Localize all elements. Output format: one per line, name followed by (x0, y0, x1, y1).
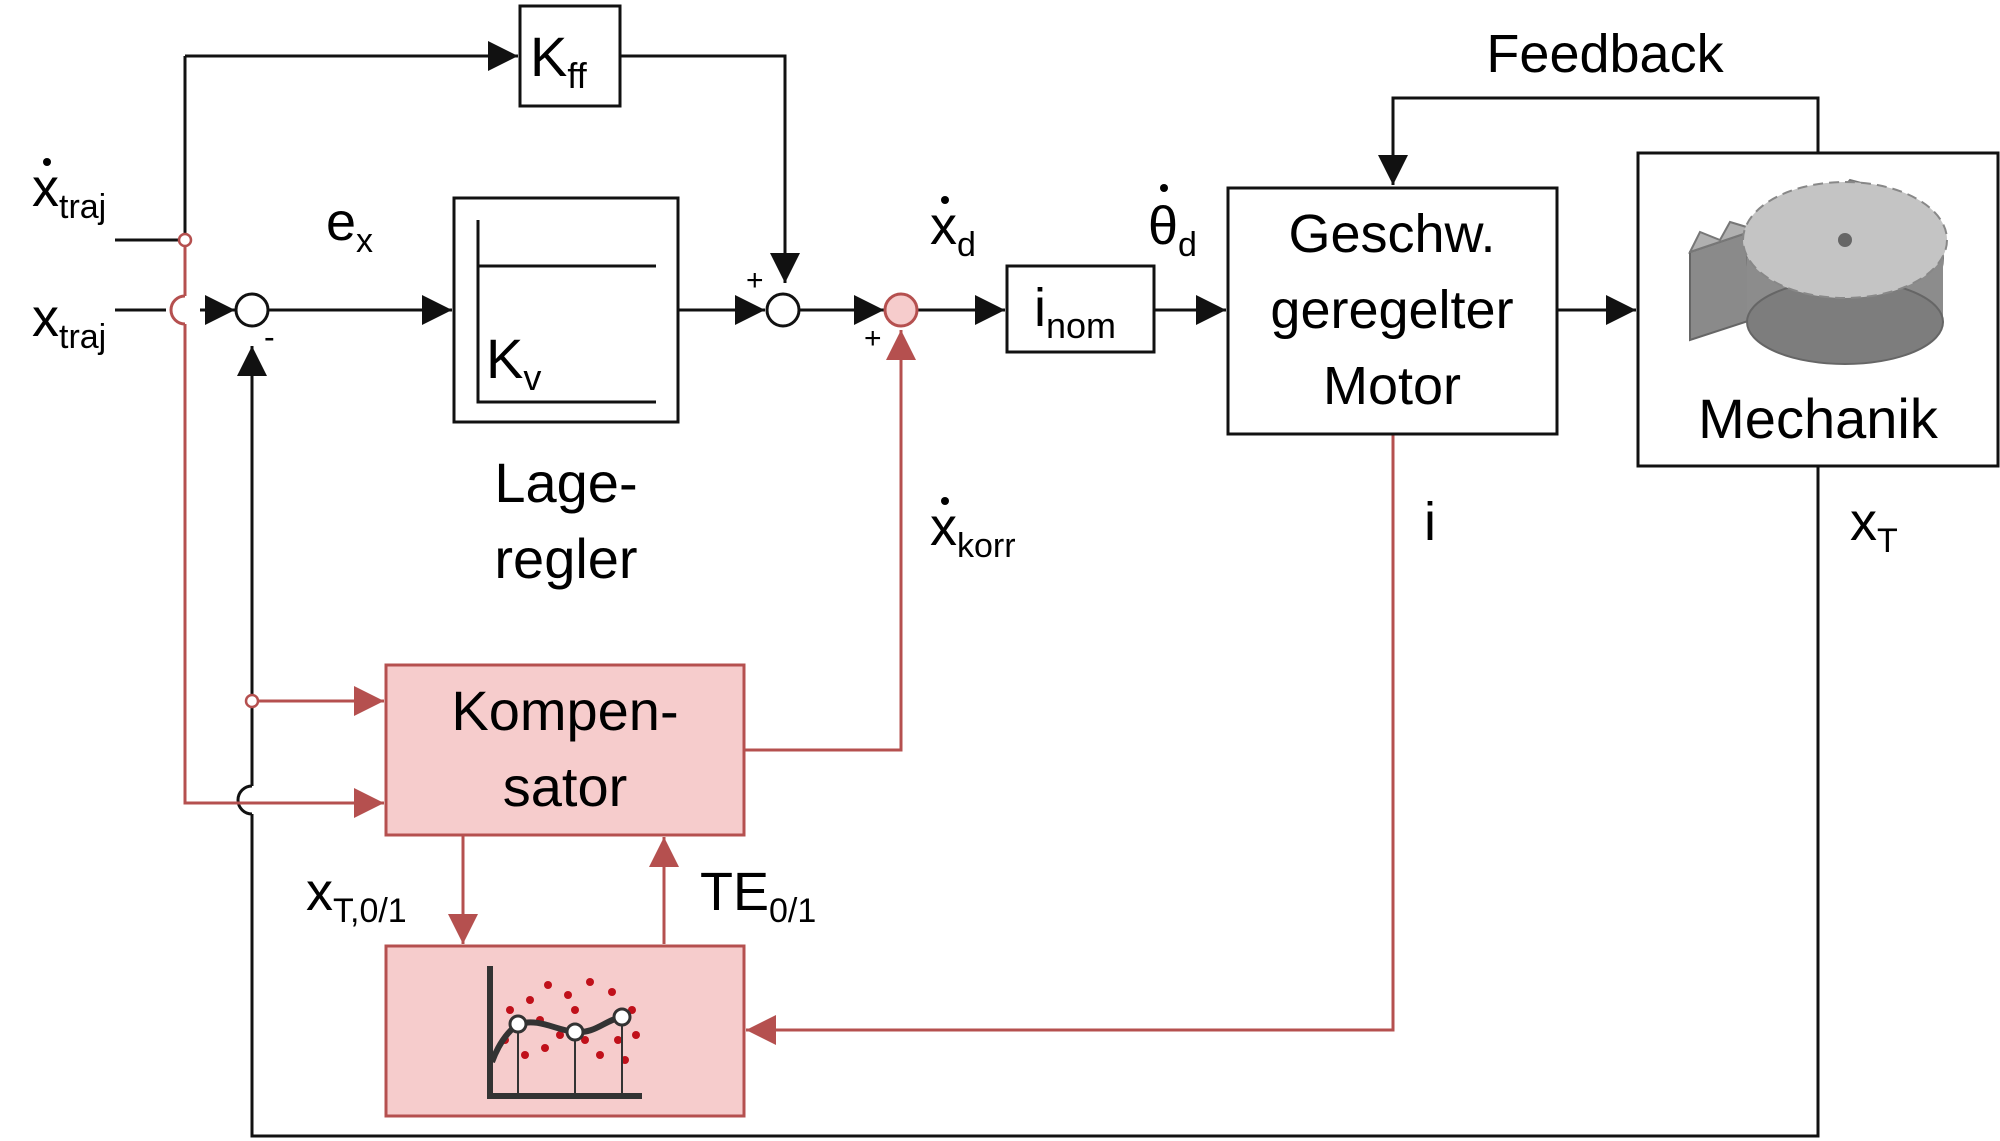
svg-text:Kv: Kv (486, 327, 541, 398)
xtraj-sub: traj (59, 318, 106, 356)
theta-derivative-mark (1160, 184, 1168, 192)
xd-dot-sub: d (957, 226, 976, 264)
kff-main: K (530, 25, 567, 88)
lageregler-caption-1: Lage- (494, 451, 637, 514)
sum2-plus-sign: + (746, 264, 764, 297)
xkorr-derivative-mark (941, 497, 949, 505)
gear-rack-icon (1688, 178, 1948, 365)
motor-label-2: geregelter (1270, 280, 1513, 340)
xd-dot-main: x (930, 196, 957, 256)
motor-block: Geschw. geregelter Motor (1226, 186, 1559, 436)
svg-text:xkorr: xkorr (930, 497, 1016, 565)
sum-junction-2 (765, 292, 801, 328)
sum-junction-1 (234, 292, 270, 328)
xkorr-line (744, 330, 916, 752)
svg-text:xd: xd (930, 196, 976, 264)
inom-main: i (1034, 278, 1046, 338)
kff-out-line (620, 54, 800, 283)
svg-text:xtraj: xtraj (32, 158, 106, 226)
feedback-loop-line (1378, 96, 1820, 185)
svg-text:Kff: Kff (530, 25, 588, 96)
mechanik-label: Mechanik (1698, 387, 1939, 450)
xT-feedback-line (250, 466, 1820, 1138)
branch-point-xtraj-dot (177, 232, 193, 248)
TE01-sub: 0/1 (769, 892, 816, 930)
lageregler-gain-icon (476, 220, 656, 404)
current-line (746, 434, 1395, 1045)
motor-label-1: Geschw. (1288, 204, 1495, 264)
xtraj-dot-sub: traj (59, 188, 106, 226)
ex-main: e (326, 192, 356, 252)
theta-d-sub: d (1178, 226, 1197, 264)
motor-label-3: Motor (1323, 356, 1461, 416)
xtraj-dot-derivative-mark (43, 158, 51, 166)
svg-text:xT: xT (1850, 492, 1898, 560)
ex-sub: x (356, 222, 373, 260)
TE01-main: TE (700, 862, 769, 922)
lageregler-block: Kv (452, 196, 680, 424)
mechanik-block: Mechanik (1636, 151, 2000, 468)
xT01-sub: T,0/1 (333, 892, 407, 930)
xd-derivative-mark (941, 196, 949, 204)
red-signal-lines (169, 246, 1395, 1045)
kff-block: Kff (518, 4, 622, 108)
svg-text:θd: θd (1148, 196, 1197, 264)
kff-sub: ff (567, 55, 587, 96)
xtraj-dot-main: x (32, 158, 59, 218)
model-block (384, 944, 746, 1118)
xT-main: x (1850, 492, 1877, 552)
xT-feedback-jumper (236, 784, 253, 816)
inom-sub: nom (1046, 305, 1116, 346)
sum3-plus-sign: + (864, 322, 882, 355)
xtraj-main: x (32, 288, 59, 348)
inom-block: inom (1005, 264, 1156, 354)
sum-junction-3 (883, 292, 919, 328)
regression-plot-icon (487, 966, 642, 1099)
theta-d-main: θ (1148, 196, 1178, 256)
svg-text:ex: ex (326, 192, 373, 260)
svg-text:xT,0/1: xT,0/1 (306, 862, 407, 930)
kompensator-label-1: Kompen- (451, 679, 678, 742)
sum1-minus-sign: - (264, 319, 275, 355)
xkorr-sub: korr (957, 527, 1016, 565)
svg-text:inom: inom (1034, 278, 1116, 346)
xT01-main: x (306, 862, 333, 922)
feedback-label: Feedback (1486, 24, 1724, 84)
kompensator-block: Kompen- sator (384, 663, 746, 837)
svg-text:xtraj: xtraj (32, 288, 106, 356)
current-label: i (1424, 492, 1436, 552)
black-signal-lines (115, 41, 1820, 1138)
svg-text:TE0/1: TE0/1 (700, 862, 816, 930)
kompensator-label-2: sator (503, 755, 628, 818)
xT-sub: T (1877, 522, 1898, 560)
lageregler-caption-2: regler (494, 527, 637, 590)
red-to-kompensator-lower (183, 324, 384, 818)
xkorr-main: x (930, 497, 957, 557)
kv-main: K (486, 327, 523, 390)
kv-sub: v (523, 357, 541, 398)
red-hop-over-xtraj (169, 294, 186, 326)
branch-point-xT (244, 693, 260, 709)
